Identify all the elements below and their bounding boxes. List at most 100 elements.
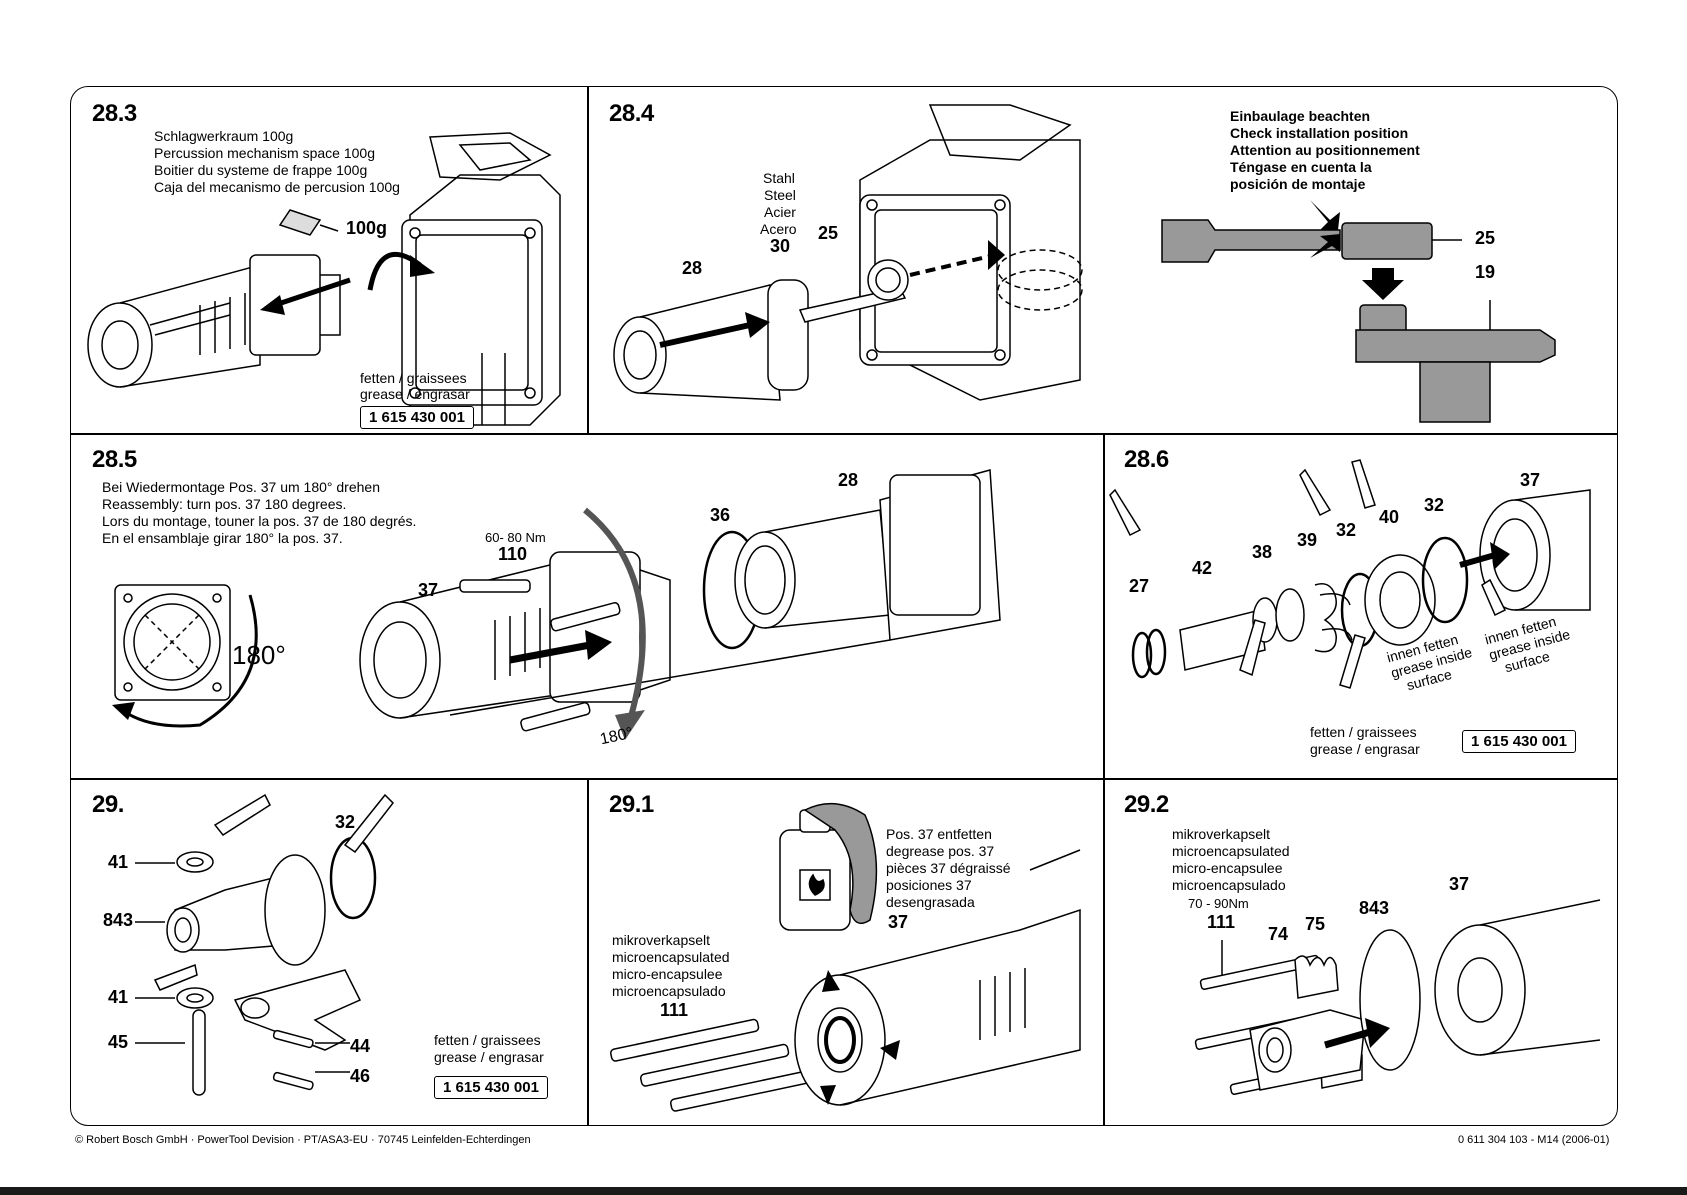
- degrease-line: degrease pos. 37: [886, 843, 995, 859]
- percussion-housing-drawing: [87, 132, 561, 426]
- torque-spec: 60- 80 Nm: [485, 530, 546, 545]
- grease-note: grease / engrasar: [434, 1049, 544, 1065]
- detail-label: 25: [1475, 228, 1496, 248]
- material-line: Acier: [764, 204, 796, 220]
- guide-assembly-drawing: [1194, 899, 1601, 1095]
- footer-document-number: 0 611 304 103 - M14 (2006-01): [1458, 1134, 1610, 1146]
- part-label: 46: [350, 1066, 371, 1086]
- material-line: Steel: [764, 187, 796, 203]
- grease-note: fetten / graissees: [1310, 724, 1417, 740]
- microencapsulated-line: microencapsulated: [612, 949, 730, 965]
- row-divider-1: [71, 433, 1617, 435]
- part-label: 36: [710, 505, 731, 525]
- grease-note: fetten / graissees: [360, 370, 467, 386]
- grease-tube-part-number: 1 615 430 001: [1462, 730, 1576, 753]
- panel-title: 29.1: [609, 791, 654, 818]
- part-label: 42: [1192, 558, 1213, 578]
- material-line: Stahl: [763, 170, 795, 186]
- rotation-angle-large: 180°: [232, 640, 286, 670]
- microencapsulated-line: micro-encapsulee: [1172, 860, 1283, 876]
- col-divider-top: [587, 87, 589, 434]
- screws-and-cylinder-drawing: [609, 849, 1081, 1112]
- installation-position-detail: [1161, 200, 1556, 423]
- part-label: 38: [1252, 542, 1273, 562]
- instruction-line: Lors du montage, touner la pos. 37 de 18…: [102, 513, 417, 529]
- degreaser-can-icon: [779, 802, 878, 931]
- microencapsulated-line: mikroverkapselt: [612, 932, 711, 948]
- microencapsulated-line: microencapsulado: [612, 983, 726, 999]
- material-line: Acero: [760, 221, 797, 237]
- row-divider-2: [71, 778, 1617, 780]
- install-note-line: Einbaulage beachten: [1230, 108, 1371, 124]
- detail-label: 19: [1475, 262, 1496, 282]
- part-label: 37: [1520, 470, 1541, 490]
- part-label: 28: [682, 258, 703, 278]
- col-divider-bottom-1: [587, 779, 589, 1125]
- panel-title: 28.5: [92, 446, 137, 473]
- panel-title: 28.4: [609, 100, 654, 127]
- part-label: 41: [108, 852, 129, 872]
- grease-note: fetten / graissees: [434, 1032, 541, 1048]
- panel-title: 29.: [92, 791, 124, 818]
- instruction-line: Reassembly: turn pos. 37 180 degrees.: [102, 496, 347, 512]
- part-label: 37: [888, 912, 909, 932]
- install-note-line: Téngase en cuenta la: [1230, 159, 1372, 175]
- part-label: 45: [108, 1032, 129, 1052]
- part-label: 32: [1424, 495, 1445, 515]
- panel-title: 28.6: [1124, 446, 1169, 473]
- instruction-line: En el ensamblaje girar 180° la pos. 37.: [102, 530, 343, 546]
- piston-connecting-rod-drawing: [613, 104, 1083, 401]
- part-label: 40: [1379, 507, 1400, 527]
- instruction-line: Bei Wiedermontage Pos. 37 um 180° drehen: [102, 479, 380, 495]
- grease-tube-part-number: 1 615 430 001: [360, 406, 474, 429]
- install-note-line: Attention au positionnement: [1230, 142, 1420, 158]
- microencapsulated-line: microencapsulated: [1172, 843, 1290, 859]
- install-note-line: Check installation position: [1230, 125, 1409, 141]
- install-note-line: posición de montaje: [1230, 176, 1366, 192]
- cylinder-reassembly-drawing: [359, 469, 1001, 740]
- part-label: 27: [1129, 576, 1150, 596]
- instruction-line: Percussion mechanism space 100g: [154, 145, 376, 161]
- part-label: 37: [418, 580, 439, 600]
- part-label: 44: [350, 1036, 371, 1056]
- instruction-line: Schlagwerkraum 100g: [154, 128, 294, 144]
- degrease-line: pièces 37 dégraissé: [886, 860, 1011, 876]
- degrease-line: Pos. 37 entfetten: [886, 826, 992, 842]
- part-label: 37: [1449, 874, 1470, 894]
- part-label: 25: [818, 223, 839, 243]
- part-label: 32: [1336, 520, 1357, 540]
- part-label: 111: [1207, 912, 1236, 932]
- part-label: 843: [1359, 898, 1390, 918]
- part-label: 843: [103, 910, 134, 930]
- grease-note: grease / engrasar: [1310, 741, 1420, 757]
- grease-amount-label: 100g: [346, 218, 388, 238]
- part-label: 32: [335, 812, 356, 832]
- part-label: 111: [660, 1000, 689, 1020]
- guide-tube-exploded-drawing: [135, 793, 394, 1096]
- assembly-sheet: [70, 86, 1618, 1126]
- part-label: 75: [1305, 914, 1326, 934]
- instruction-line: Caja del mecanismo de percusion 100g: [154, 179, 400, 195]
- cylinder-parts-exploded-drawing: [1109, 459, 1591, 689]
- bottom-bar: [0, 1187, 1687, 1195]
- panel-title: 28.3: [92, 100, 137, 127]
- instruction-line: Boitier du systeme de frappe 100g: [154, 162, 368, 178]
- footer-copyright: © Robert Bosch GmbH · PowerTool Devision…: [75, 1134, 531, 1146]
- microencapsulated-line: micro-encapsulee: [612, 966, 723, 982]
- part-label: 30: [770, 236, 791, 256]
- part-label: 28: [838, 470, 859, 490]
- grease-tube-part-number: 1 615 430 001: [434, 1076, 548, 1099]
- torque-spec: 70 - 90Nm: [1188, 896, 1249, 911]
- panel-title: 29.2: [1124, 791, 1169, 818]
- part-label: 110: [498, 544, 528, 564]
- degrease-line: posiciones 37: [886, 877, 972, 893]
- col-divider-middle: [1103, 434, 1105, 779]
- col-divider-bottom-2: [1103, 779, 1105, 1125]
- microencapsulated-line: microencapsulado: [1172, 877, 1286, 893]
- part-label: 74: [1268, 924, 1289, 944]
- microencapsulated-line: mikroverkapselt: [1172, 826, 1271, 842]
- grease-note: grease / engrasar: [360, 386, 470, 402]
- degrease-line: desengrasada: [886, 894, 975, 910]
- rotation-diagram: [112, 584, 258, 728]
- part-label: 39: [1297, 530, 1318, 550]
